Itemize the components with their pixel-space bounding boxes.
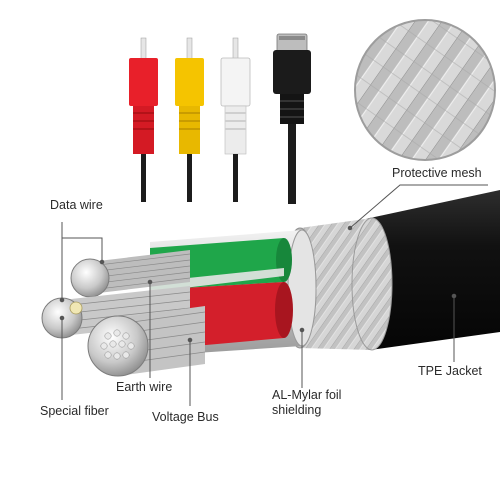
label-al-mylar-line1: AL-Mylar foil <box>272 388 342 402</box>
label-al-mylar-foil: AL-Mylar foil shielding <box>272 388 341 418</box>
rca-plug-icon <box>129 37 251 202</box>
label-data-wire: Data wire <box>50 198 103 212</box>
callout-lines <box>59 184 488 406</box>
voltage-bus-strands <box>87 306 206 377</box>
label-special-fiber: Special fiber <box>40 404 109 418</box>
label-tpe-jacket: TPE Jacket <box>418 364 482 378</box>
data-wire-strands <box>70 250 191 298</box>
magnifier-circle-icon <box>354 19 496 161</box>
label-protective-mesh: Protective mesh <box>392 166 482 180</box>
label-earth-wire: Earth wire <box>116 380 173 394</box>
av-connector-icon <box>273 33 311 204</box>
label-voltage-bus: Voltage Bus <box>152 410 219 424</box>
label-al-mylar-line2: shielding <box>272 403 322 417</box>
